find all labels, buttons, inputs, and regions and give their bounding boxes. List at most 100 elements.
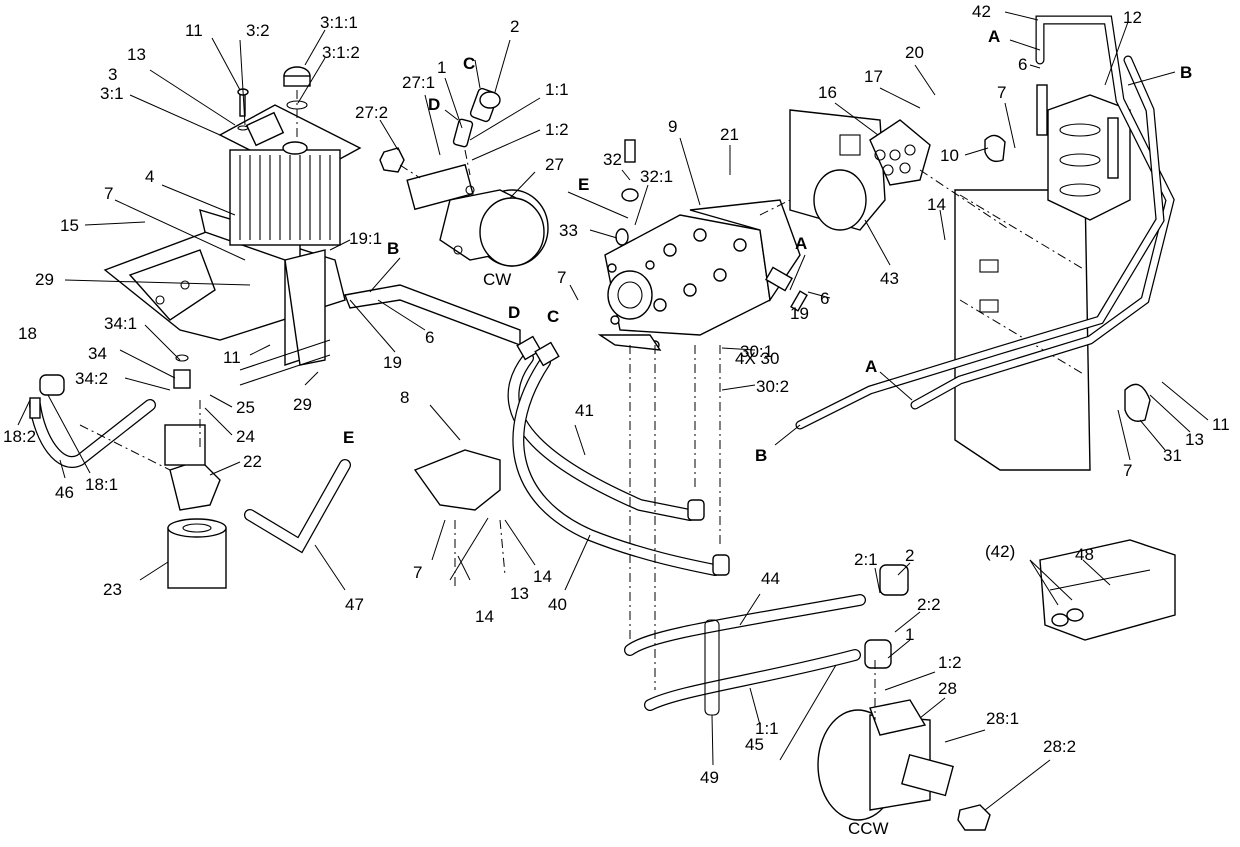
- label-29: 29: [35, 270, 54, 289]
- hydraulic-tank: [218, 104, 362, 246]
- label-34: 34: [88, 344, 107, 363]
- label-11b: 11: [223, 348, 241, 367]
- label-b2: B: [1180, 63, 1192, 82]
- label-24: 24: [236, 427, 255, 446]
- label-ccw: CCW: [848, 819, 889, 838]
- label-14b: 14: [475, 607, 494, 626]
- label-22: 22: [243, 452, 262, 471]
- label-e: E: [343, 428, 354, 447]
- label-cw: CW: [483, 270, 511, 289]
- label-7c: 7: [413, 563, 422, 582]
- label-2: 2: [510, 17, 519, 36]
- label-43: 43: [880, 269, 899, 288]
- callout-labels: 11 3:2 3:1:1 13 3:1:2 3 3:1 27:1 27:2 1 …: [3, 2, 1230, 838]
- hose-40: [512, 356, 721, 576]
- label-32-1: 32:1: [640, 167, 673, 186]
- label-1-1: 1:1: [545, 80, 569, 99]
- shaft-nut-28-2: [957, 804, 991, 831]
- label-46: 46: [55, 483, 74, 502]
- label-a2: A: [988, 27, 1000, 46]
- label-4: 4: [145, 167, 154, 186]
- label-1-2: 1:2: [545, 120, 569, 139]
- leader-lines: [17, 11, 1209, 811]
- hose-fittings-mid: [516, 335, 730, 576]
- label-49: 49: [700, 768, 719, 787]
- label-16: 16: [818, 83, 837, 102]
- label-2b: 2: [905, 546, 914, 565]
- label-c: C: [463, 54, 475, 73]
- pump-9: [597, 184, 821, 351]
- fitting-34: [173, 354, 191, 389]
- label-2-1: 2:1: [854, 550, 878, 569]
- label-15: 15: [60, 216, 79, 235]
- label-c2: C: [547, 307, 559, 326]
- label-14: 14: [533, 567, 552, 586]
- pump-fittings: [615, 139, 808, 312]
- label-7e: 7: [1123, 461, 1132, 480]
- label-1-2b: 1:2: [938, 653, 962, 672]
- label-3-1: 3:1: [100, 84, 124, 103]
- label-34-1: 34:1: [104, 314, 137, 333]
- label-7d: 7: [997, 83, 1006, 102]
- clamp-10: [984, 134, 1006, 163]
- label-27-1: 27:1: [402, 73, 435, 92]
- label-7b: 7: [557, 268, 566, 287]
- label-9: 9: [668, 117, 677, 136]
- label-3-1-1: 3:1:1: [320, 13, 358, 32]
- label-21: 21: [720, 125, 739, 144]
- label-19: 19: [383, 353, 402, 372]
- label-11c: 11: [1212, 415, 1230, 434]
- hose-right-b: [795, 55, 1165, 430]
- label-28-1: 28:1: [986, 709, 1019, 728]
- label-20: 20: [905, 43, 924, 62]
- hose-42: [910, 15, 1175, 410]
- label-31: 31: [1163, 446, 1182, 465]
- label-6c: 6: [1018, 55, 1027, 74]
- fitting-12-left: [1036, 84, 1119, 179]
- label-b: B: [387, 239, 399, 258]
- label-4x30: 4X 30: [735, 349, 779, 368]
- label-2-2: 2:2: [917, 595, 941, 614]
- label-48: 48: [1075, 545, 1094, 564]
- label-13c: 13: [1185, 430, 1204, 449]
- label-a3: A: [865, 357, 877, 376]
- label-6: 6: [425, 328, 434, 347]
- label-1-1b: 1:1: [755, 719, 779, 738]
- label-1: 1: [437, 58, 446, 77]
- hose-45: [644, 649, 861, 711]
- label-27-2: 27:2: [355, 103, 388, 122]
- label-d2: D: [508, 303, 520, 322]
- label-3-1-2: 3:1:2: [322, 43, 360, 62]
- label-28: 28: [938, 679, 957, 698]
- label-47: 47: [345, 595, 364, 614]
- shaft-nut-27-2: [379, 147, 421, 179]
- label-44: 44: [761, 569, 780, 588]
- label-40: 40: [548, 595, 567, 614]
- label-e2: E: [578, 175, 589, 194]
- bracket-8: [413, 449, 506, 590]
- label-1b: 1: [905, 625, 914, 644]
- clamp-31: [1124, 383, 1151, 422]
- filler-cap: [283, 66, 311, 140]
- hydraulic-tank-bracket: [199, 208, 331, 386]
- label-d: D: [428, 95, 440, 114]
- label-32: 32: [603, 150, 622, 169]
- pump-mount-plate: [789, 109, 886, 231]
- label-23: 23: [103, 580, 122, 599]
- label-17: 17: [864, 67, 883, 86]
- coupling-16: [869, 119, 931, 186]
- label-30-2: 30:2: [756, 377, 789, 396]
- label-3-2: 3:2: [246, 21, 270, 40]
- label-11: 11: [185, 21, 203, 40]
- label-30-1: 30:1: [740, 342, 773, 361]
- label-42: 42: [972, 2, 991, 21]
- hose-47: [244, 459, 351, 554]
- tube-detail-48: [1039, 539, 1176, 641]
- label-12: 12: [1123, 8, 1142, 27]
- label-6b: 6: [820, 289, 829, 308]
- hose-44: [624, 594, 866, 656]
- label-14c: 14: [927, 195, 946, 214]
- hose-41: [507, 352, 696, 521]
